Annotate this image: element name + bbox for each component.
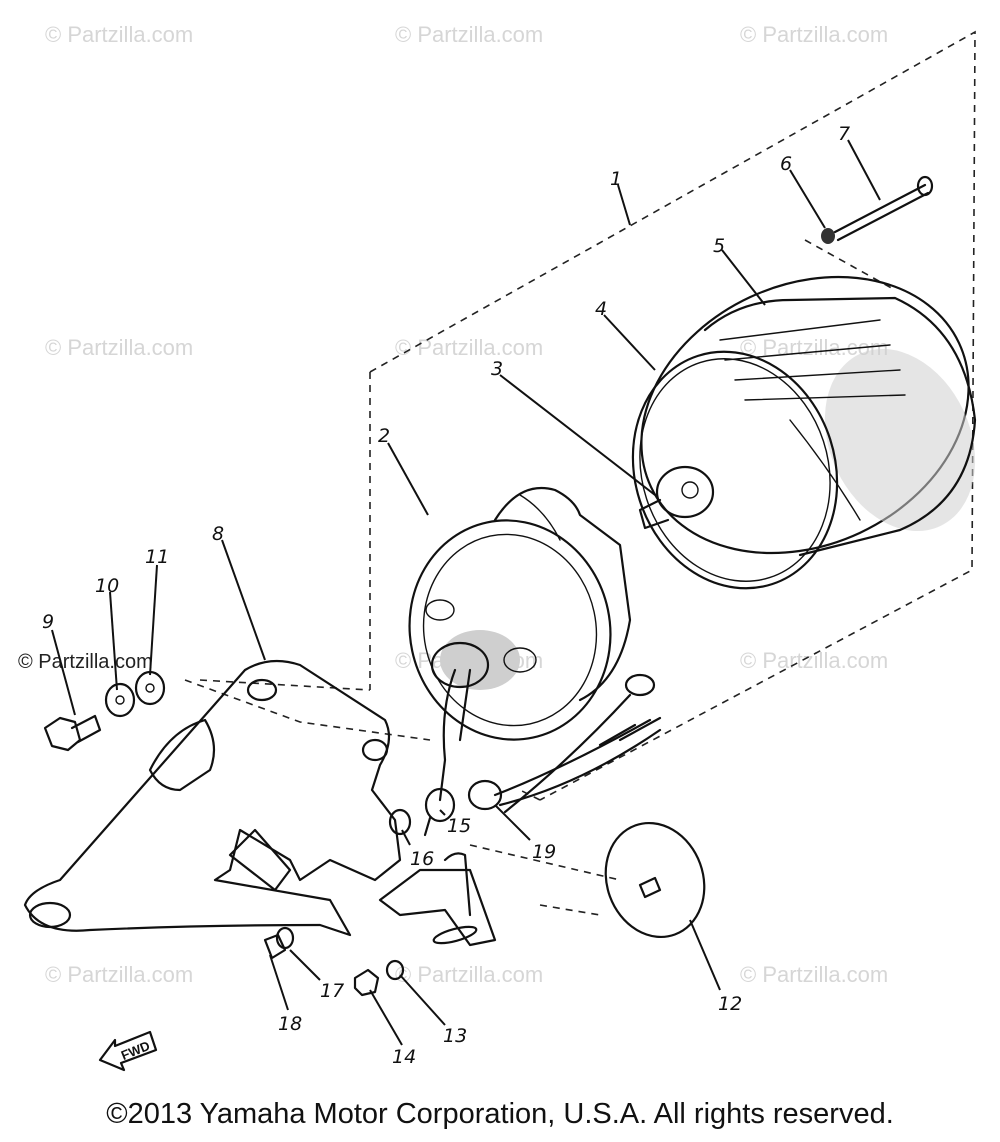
callout-2: 2 [378, 425, 390, 447]
screw-and-washer [821, 175, 934, 244]
watermark: © Partzilla.com [740, 22, 888, 47]
callout-11: 11 [145, 546, 169, 568]
bolt-and-washers [43, 670, 166, 752]
callout-1: 1 [610, 168, 622, 190]
callout-6: 6 [780, 153, 792, 175]
tail-lamp-lens [640, 275, 977, 557]
wiring-harness [423, 668, 662, 837]
lamp-housing [408, 486, 632, 741]
callout-labels: 1 2 3 4 5 6 7 8 9 10 11 12 13 14 15 16 1… [42, 123, 850, 1068]
small-hardware [263, 808, 412, 997]
callout-4: 4 [595, 298, 607, 320]
callout-19: 19 [532, 841, 556, 863]
callout-10: 10 [95, 575, 119, 597]
callout-16: 16 [410, 848, 434, 870]
watermark: © Partzilla.com [740, 648, 888, 673]
callout-5: 5 [713, 235, 725, 257]
callout-18: 18 [278, 1013, 302, 1035]
callout-3: 3 [491, 358, 503, 380]
watermarks: © Partzilla.com © Partzilla.com © Partzi… [18, 22, 888, 987]
callout-7: 7 [838, 123, 850, 145]
callout-13: 13 [443, 1025, 467, 1047]
watermark: © Partzilla.com [45, 22, 193, 47]
watermark: © Partzilla.com [395, 22, 543, 47]
watermark: © Partzilla.com [18, 651, 153, 673]
watermark: © Partzilla.com [395, 962, 543, 987]
watermark: © Partzilla.com [740, 962, 888, 987]
reflector [604, 821, 706, 939]
watermark: © Partzilla.com [395, 335, 543, 360]
watermark: © Partzilla.com [45, 335, 193, 360]
leader-lines [51, 139, 881, 1046]
copyright-notice: ©2013 Yamaha Motor Corporation, U.S.A. A… [106, 1098, 894, 1130]
bulb [638, 465, 715, 530]
callout-14: 14 [392, 1046, 416, 1068]
callout-12: 12 [718, 993, 742, 1015]
callout-9: 9 [42, 611, 54, 633]
forward-arrow: FWD [98, 1030, 158, 1072]
callout-17: 17 [320, 980, 344, 1002]
callout-8: 8 [212, 523, 224, 545]
callout-15: 15 [447, 815, 471, 837]
lens-gasket-ring [631, 350, 839, 590]
watermark: © Partzilla.com [45, 962, 193, 987]
tail-lamp-bracket [23, 659, 497, 947]
